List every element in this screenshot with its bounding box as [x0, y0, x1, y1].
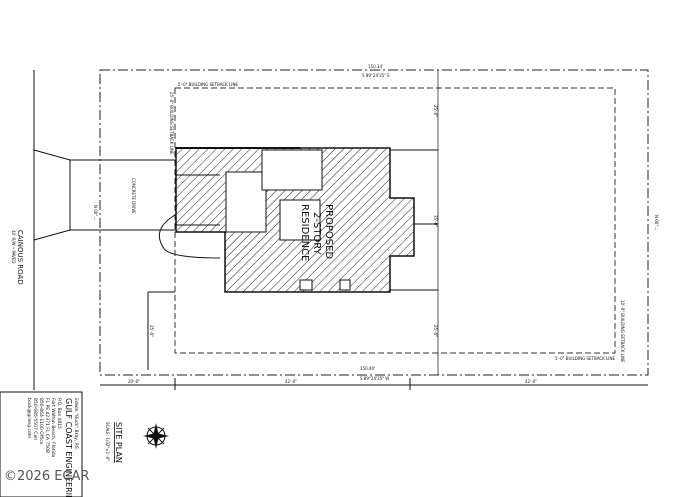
bearing-bottom: S 89°24'35" W: [360, 376, 389, 381]
driveway-label: CONCRETE DRIVE: [131, 178, 136, 214]
watermark: ©2026 ECAR: [4, 469, 89, 484]
bearing-left: N 00°...: [93, 205, 98, 220]
road: [33, 70, 175, 390]
building-setback-line: [174, 87, 616, 354]
title-block-line-7: 850-685-5507 Cell: [32, 398, 38, 440]
dim-right-top: 25'-0": [433, 105, 438, 117]
title-block-line-3: P.O. Box 4815: [56, 398, 62, 429]
dim-right-bot: 25'-0": [433, 325, 438, 337]
title-block-line-1: Edwin "Buck" Bray, P.E.: [73, 398, 79, 450]
title-block-line-4: Fort Walton Beach, Florida: [50, 398, 56, 458]
bearing-bottom-distance: 150.40': [360, 366, 375, 371]
setback-top-label: 5'-0" BUILDING SETBACK LINE: [178, 82, 238, 87]
property-line: [99, 69, 649, 376]
dim-bottom-3: 42'-0": [525, 379, 537, 384]
bearing-top-distance: 150.34': [368, 64, 383, 69]
proposed-residence: [175, 147, 415, 293]
plan-scale: SCALE: 1/32"=1'-0": [105, 422, 110, 461]
setback-right-label: 10'-0" BUILDING SETBACK LINE: [620, 300, 625, 363]
dim-bottom-1: 20'-0": [128, 379, 140, 384]
road-sublabel: 40' R/W • PAVED: [11, 230, 16, 263]
dim-left: 25'-0": [149, 325, 154, 337]
residence-label-3: RESIDENCE: [299, 204, 310, 261]
setback-bottom-label: 5'-0" BUILDING SETBACK LINE: [555, 356, 615, 361]
title-block-line-5: FL PE 42371 FL CA 7508: [44, 398, 50, 453]
dimension-extension-lines: [100, 70, 648, 390]
bearing-right: N 00°...: [654, 215, 659, 230]
title-block: Edwin "Buck" Bray, P.E. GULF COAST ENGIN…: [0, 391, 83, 497]
dim-right-mid: 35'-0": [433, 215, 438, 227]
residence-label-2: 2-STORY: [311, 212, 322, 256]
side-walls: [147, 291, 175, 370]
title-block-line-8: buck@gceng.com: [26, 398, 32, 438]
title-block-line-2: GULF COAST ENGINEERING: [64, 398, 73, 497]
title-block-line-6: 850-864-1100 Office: [38, 398, 44, 445]
plan-title: SITE PLAN: [114, 422, 123, 463]
bearing-top: S 89°24'35" E: [362, 73, 390, 78]
dim-bottom-2: 42'-0": [285, 379, 297, 384]
road-label: CAINOUS ROAD: [16, 230, 24, 285]
residence-label-1: PROPOSED: [323, 204, 334, 259]
north-arrow-icon: [143, 423, 169, 449]
setback-left-label: 25'-0" BUILDING SETBACK LINE: [169, 92, 174, 155]
